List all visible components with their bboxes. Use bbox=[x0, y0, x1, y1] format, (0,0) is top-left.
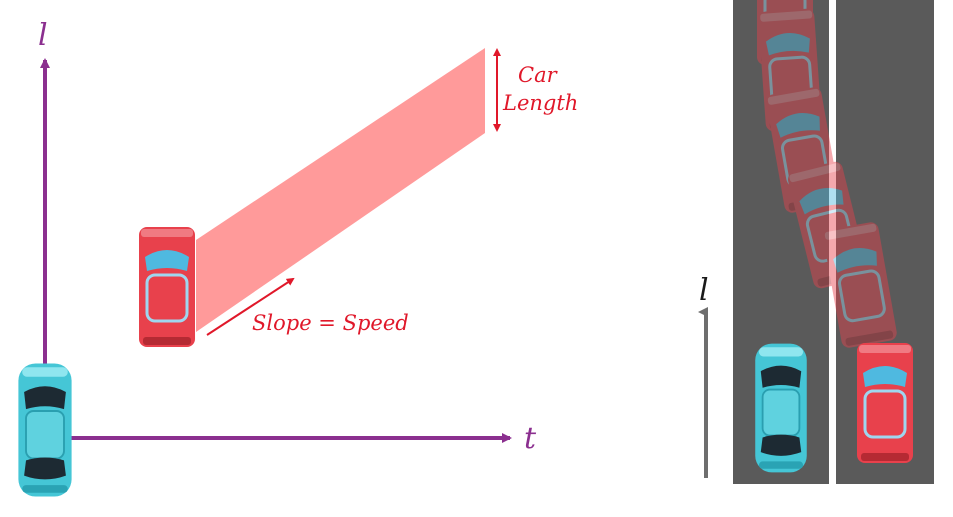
right-l-axis-label: l bbox=[699, 273, 709, 308]
l-axis-label: l bbox=[38, 18, 48, 53]
car-length-label-line2: Length bbox=[502, 91, 578, 115]
slope-arrow bbox=[206, 277, 295, 336]
slope-label: Slope = Speed bbox=[252, 311, 409, 335]
car-length-label-line1: Car bbox=[518, 63, 559, 87]
red-car-road bbox=[855, 341, 915, 465]
teal-car-road bbox=[754, 342, 808, 474]
speed-band bbox=[196, 48, 485, 332]
red-car bbox=[137, 225, 197, 349]
teal-car bbox=[17, 362, 73, 498]
t-axis-label: t bbox=[524, 421, 537, 456]
